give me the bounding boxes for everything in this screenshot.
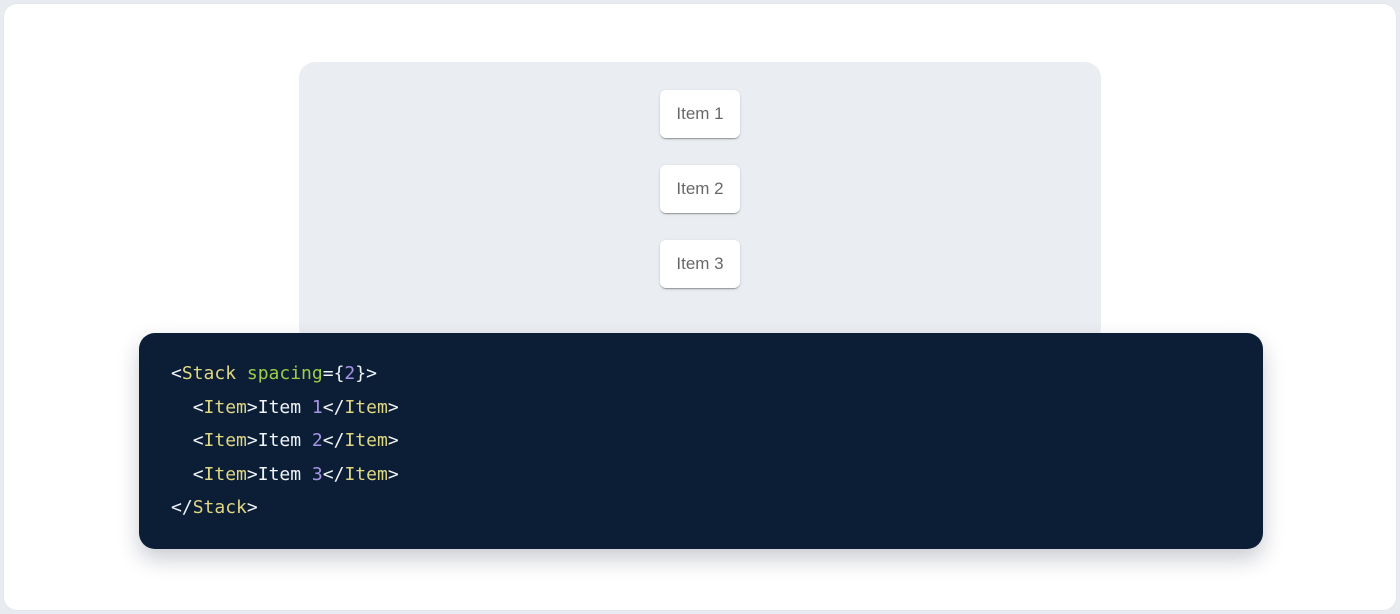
- code-token-num: 2: [311, 430, 323, 451]
- code-block: <Stack spacing={2}> <Item>Item 1</Item> …: [139, 333, 1263, 549]
- code-token-punc: ={: [322, 363, 345, 384]
- code-token-num: 2: [344, 363, 356, 384]
- code-token-punc: </: [171, 497, 193, 518]
- stack-item-3: Item 3: [660, 240, 740, 288]
- code-token-plain: Item: [257, 396, 312, 418]
- code-token-punc: <: [192, 396, 204, 418]
- code-token-punc: </: [322, 396, 345, 418]
- code-token-punc: >: [387, 463, 399, 485]
- code-token-plain: [171, 430, 193, 451]
- code-token-punc: <: [171, 363, 182, 384]
- code-token-punc: >: [387, 430, 399, 451]
- code-line: <Item>Item 1</Item>: [171, 391, 1231, 425]
- code-token-tag: Item: [344, 396, 388, 418]
- code-token-punc: }>: [355, 363, 377, 384]
- code-token-tag: Item: [344, 463, 388, 485]
- code-token-punc: >: [246, 430, 258, 451]
- code-line: <Item>Item 3</Item>: [171, 458, 1231, 492]
- code-token-tag: Item: [203, 430, 247, 451]
- code-content: <Stack spacing={2}> <Item>Item 1</Item> …: [171, 357, 1231, 525]
- code-token-punc: </: [322, 430, 345, 451]
- code-token-tag: Item: [203, 396, 247, 418]
- code-token-num: 1: [311, 396, 323, 418]
- code-token-plain: [171, 397, 193, 418]
- code-token-attr: spacing: [246, 363, 323, 384]
- stack-container: Item 1 Item 2 Item 3: [660, 90, 740, 288]
- code-line: </Stack>: [171, 491, 1231, 525]
- code-token-punc: <: [192, 463, 204, 485]
- code-token-punc: >: [246, 463, 258, 485]
- stack-demo-panel: Item 1 Item 2 Item 3: [299, 62, 1101, 344]
- code-token-tag: Item: [344, 430, 388, 451]
- code-token-punc: >: [246, 396, 258, 418]
- code-token-plain: [171, 464, 193, 485]
- stack-item-1: Item 1: [660, 90, 740, 138]
- code-line: <Item>Item 2</Item>: [171, 424, 1231, 458]
- code-line: <Stack spacing={2}>: [171, 357, 1231, 391]
- code-token-punc: <: [192, 430, 204, 451]
- code-token-tag: Stack: [181, 363, 237, 384]
- code-token-punc: </: [322, 463, 345, 485]
- code-token-plain: Item: [257, 463, 312, 485]
- stack-item-2: Item 2: [660, 165, 740, 213]
- code-token-tag: Item: [203, 463, 247, 485]
- code-token-num: 3: [311, 463, 323, 485]
- code-token-punc: >: [246, 497, 258, 518]
- code-token-tag: Stack: [192, 497, 247, 518]
- code-token-plain: Item: [257, 430, 312, 451]
- page-background: Item 1 Item 2 Item 3 <Stack spacing={2}>…: [3, 3, 1397, 611]
- code-token-plain: [236, 363, 247, 384]
- code-token-punc: >: [387, 396, 399, 418]
